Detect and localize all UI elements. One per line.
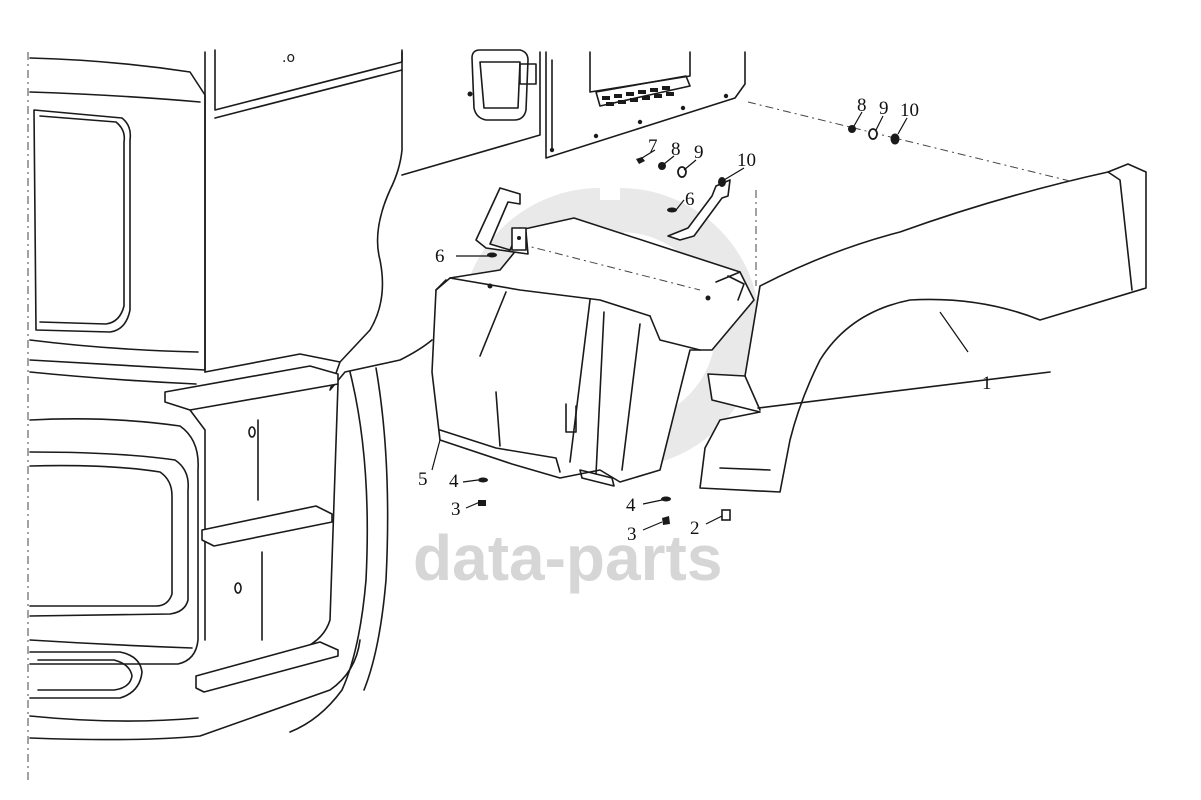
callout-5: 5	[418, 469, 428, 490]
washer-6-right	[667, 207, 677, 213]
callout-3-left: 3	[451, 499, 461, 520]
callout-9-upper: 9	[879, 98, 889, 119]
bolt-3-left	[478, 500, 486, 506]
clip-2	[721, 509, 731, 521]
nut-8-upper	[848, 125, 856, 133]
washer-6-left	[487, 252, 497, 258]
watermark-text: data-parts	[413, 522, 722, 594]
leader-lines	[431, 111, 969, 531]
callout-2: 2	[690, 518, 700, 539]
callout-1: 1	[982, 373, 992, 394]
left-bracket	[475, 187, 529, 255]
door-panel	[339, 49, 746, 363]
callout-9-mid: 9	[694, 142, 704, 163]
callout-10-upper: 10	[900, 100, 919, 121]
callout-7: 7	[648, 136, 658, 157]
step-tread-pattern	[602, 86, 674, 106]
bolt-7	[636, 157, 645, 164]
callout-8-mid: 8	[671, 139, 681, 160]
callout-4-right: 4	[626, 495, 636, 516]
callout-8-upper: 8	[857, 95, 867, 116]
callouts: 1 2 3 3 4 4 5 6 6 7 8 8 9 9 10 10	[418, 95, 992, 545]
cab-steps	[164, 339, 433, 733]
washer-4-left	[478, 477, 488, 483]
splash-guard	[431, 217, 755, 487]
nut-10-upper	[890, 133, 900, 145]
callout-10-mid: 10	[737, 150, 756, 171]
washer-9-mid	[677, 166, 687, 178]
callout-4-left: 4	[449, 471, 459, 492]
svg-text:.o: .o	[282, 50, 295, 66]
washer-4-right	[661, 496, 671, 502]
rear-fender	[699, 101, 1147, 493]
nut-10-mid	[718, 177, 726, 187]
callout-6-left: 6	[435, 246, 445, 267]
callout-6-right: 6	[685, 189, 695, 210]
washer-9-upper	[868, 128, 878, 140]
hardware	[478, 125, 900, 525]
bolt-3-right	[662, 516, 670, 525]
callout-3-right: 3	[627, 524, 637, 545]
